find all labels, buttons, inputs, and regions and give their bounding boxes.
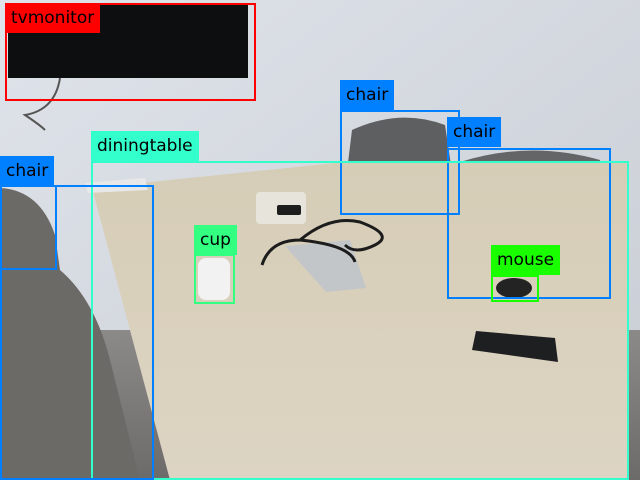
detection-box-diningtable [91, 161, 629, 480]
cup-body [198, 258, 230, 300]
detection-label-cup: cup [194, 225, 237, 255]
detection-label-chair-mid: chair [340, 80, 395, 110]
detection-label-diningtable: diningtable [91, 131, 199, 161]
detection-box-chair-left [0, 185, 154, 480]
chair-left-body [0, 188, 140, 480]
tv-cable [22, 77, 61, 131]
detection-box-mouse [491, 275, 539, 302]
detection-label-mouse: mouse [491, 245, 561, 275]
detection-box-tvmonitor [5, 3, 256, 101]
mouse-body [496, 278, 532, 298]
detection-box-cup [194, 254, 235, 304]
detection-label-tvmonitor: tvmonitor [5, 3, 101, 33]
detection-box-chair-left-upper [0, 185, 57, 270]
box-item [277, 205, 301, 215]
detection-box-chair-right [447, 148, 611, 299]
detection-label-chair-right: chair [447, 117, 502, 147]
cable-on-table [260, 218, 384, 266]
phone [472, 331, 558, 362]
detection-label-chair-left: chair [0, 156, 55, 186]
